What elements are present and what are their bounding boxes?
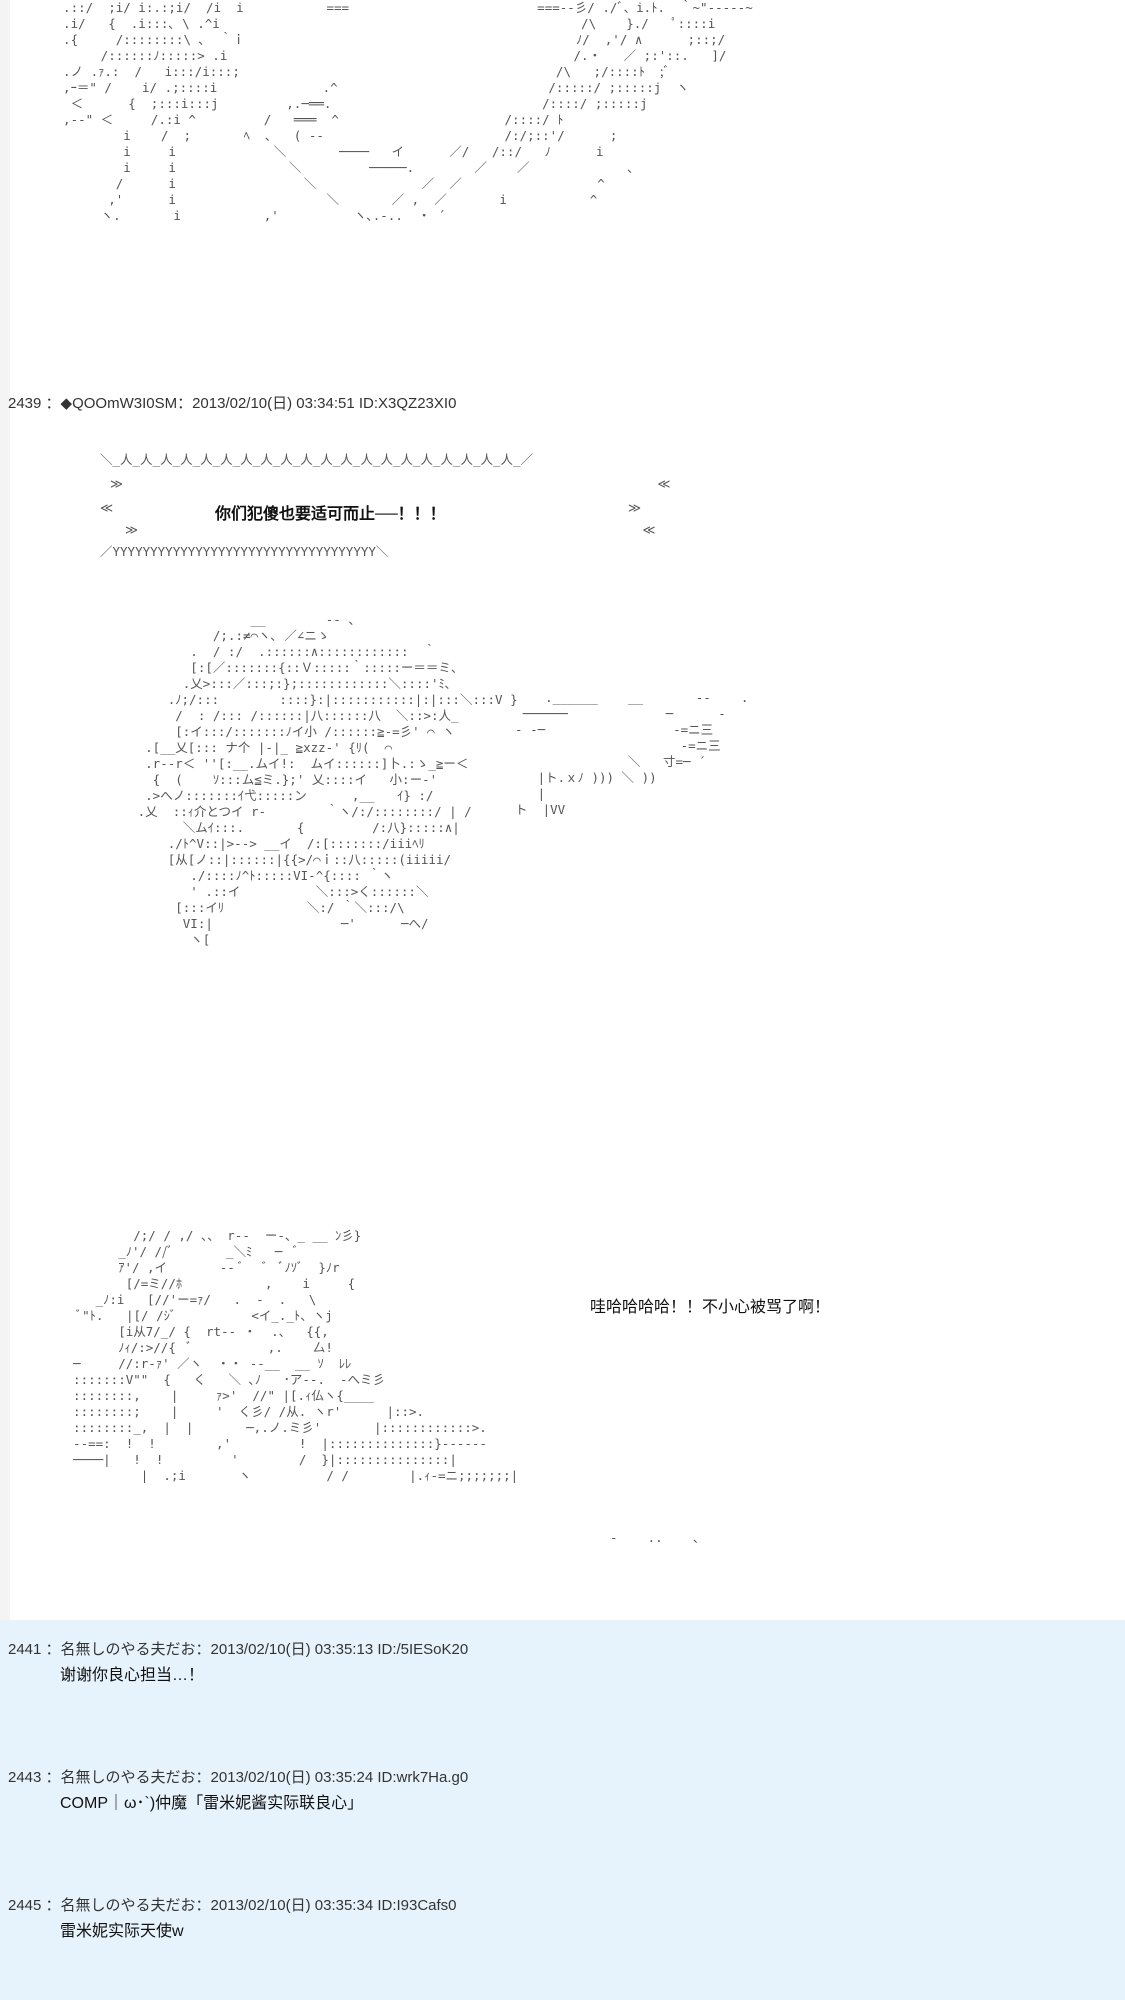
- reply-header: 2443 ：名無しのやる夫だお：2013/02/10(日) 03:35:24 I…: [8, 1769, 469, 1786]
- left-margin-strip: [0, 0, 10, 1620]
- reply-body: 雷米妮实际天使w: [60, 1923, 184, 1940]
- shout-frame-bottom: ／YYYYYYYYYYYYYYYYYYYYYYYYYYYYYYYYYYY＼: [100, 544, 389, 559]
- shout-frame-right: ≫: [628, 500, 642, 515]
- replies-section: 2441 ：名無しのやる夫だお：2013/02/10(日) 03:35:13 I…: [0, 1620, 1125, 2000]
- reply-body: 谢谢你良心担当…！: [60, 1667, 205, 1684]
- shout-frame-line1: ≫ ≪: [110, 476, 671, 491]
- ascii-art-character-pointing: __ -- 、 /;.:≠⌒ヽ､ ／∠ニゝ . / :/ .::::::∧:::…: [137, 612, 518, 947]
- shout-frame-line3: ≫ ≪: [110, 522, 656, 537]
- reply-2445: 2445 ：名無しのやる夫だお：2013/02/10(日) 03:35:34 I…: [8, 1894, 457, 1941]
- shout-text: 你们犯傻也要适可而止──！！！: [215, 506, 446, 523]
- ascii-art-speed-lines: .______ __ -‐ . ────── ─ ‐ ‐ ‐─ ‐=ニ三 ‐=ニ…: [515, 690, 749, 817]
- shout-frame-left: ≪: [100, 500, 114, 515]
- ascii-art-face-top: .::/ ;i/ i:.:;i/ /i i === ===--彡/ ./ﾞ、i.…: [63, 0, 753, 223]
- post-header-2439: 2439 ：◆QOOmW3I0SM：2013/02/10(日) 03:34:51…: [8, 395, 457, 412]
- reply-2441: 2441 ：名無しのやる夫だお：2013/02/10(日) 03:35:13 I…: [8, 1638, 468, 1685]
- ascii-art-character-laughing: /;/ / ,/ 、、 r‐- ー-、_ __ ﾝ彡} _ﾉ'/ //ﾞ _＼ﾐ…: [73, 1228, 519, 1483]
- trailing-dots: ‐ .. 、: [610, 1530, 706, 1545]
- shout-frame-top: ＼_人_人_人_人_人_人_人_人_人_人_人_人_人_人_人_人_人_人_人_…: [100, 452, 534, 467]
- reply-header: 2445 ：名無しのやる夫だお：2013/02/10(日) 03:35:34 I…: [8, 1897, 457, 1914]
- reply-body: COMP｜ω･`)仲魔「雷米妮酱实际联良心」: [60, 1795, 364, 1812]
- reply-2443: 2443 ：名無しのやる夫だお：2013/02/10(日) 03:35:24 I…: [8, 1766, 468, 1813]
- reply-header: 2441 ：名無しのやる夫だお：2013/02/10(日) 03:35:13 I…: [8, 1641, 469, 1658]
- laugh-text: 哇哈哈哈哈！！不小心被骂了啊！: [590, 1299, 831, 1316]
